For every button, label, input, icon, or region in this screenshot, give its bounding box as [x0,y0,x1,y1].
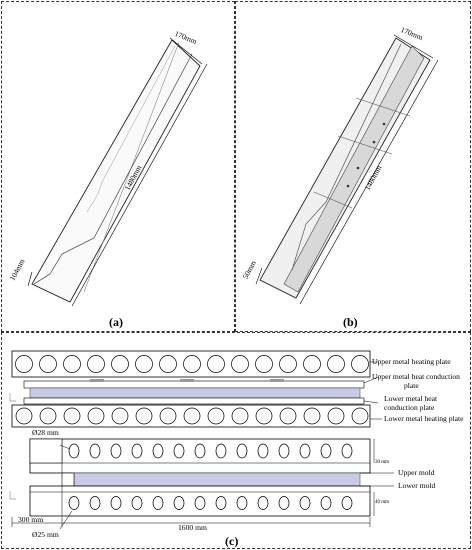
panel-b: 170mm 1480mm 50mm (b) [235,1,471,332]
dim-40: 40 mm [375,500,390,505]
label-lower-heating-plate: Lower metal heating plate [384,414,464,423]
label-upper-heating-plate: Upper metal heating plate [372,357,451,366]
label-upper-conduction-plate-1: Upper metal heat conduction [372,372,460,381]
label-upper-mold: Upper mold [398,468,435,477]
dim-30: 30 mm [375,460,390,465]
panel-b-label: (b) [343,315,358,329]
dim-d25: Ø25 mm [32,530,59,539]
label-lower-conduction-plate-2: conduction plate [384,403,435,412]
dim-1600: 1600 mm [178,523,207,532]
label-lower-mold: Lower mold [398,481,436,490]
label-upper-conduction-plate-2: plate [404,381,419,390]
dim-300: 300 mm [18,515,44,524]
part-a-drawing [27,37,208,307]
panel-a: 170mm 1480mm 104mm (a) [1,1,235,332]
panel-c: Upper metal heating plate Upper metal he… [1,332,471,549]
part-b-drawing [255,34,439,305]
panel-c-label: (c) [225,534,239,548]
panel-a-label: (a) [109,315,123,329]
dim-d28: Ø28 mm [32,428,59,437]
mold-assembly-drawing [9,350,394,530]
label-lower-conduction-plate-1: Lower metal heat [384,394,438,403]
